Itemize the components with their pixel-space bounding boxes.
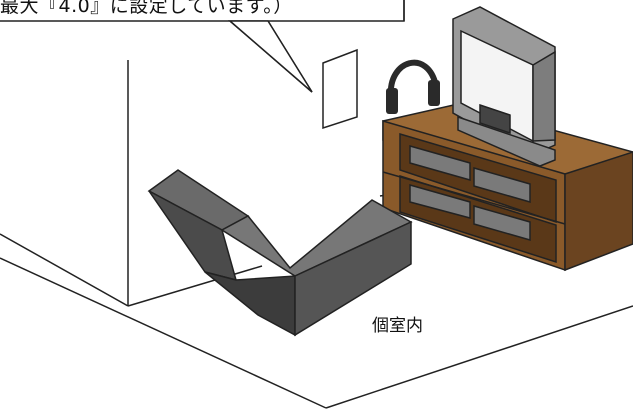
wall-frame	[322, 48, 358, 130]
speech-bubble-text: 最大『4.0』に設定しています。）	[0, 0, 293, 17]
room-label: 個室内	[372, 316, 423, 336]
reclining-chair	[147, 169, 413, 337]
headphones-icon	[386, 59, 440, 114]
television	[452, 6, 556, 167]
speech-bubble	[0, 0, 405, 93]
